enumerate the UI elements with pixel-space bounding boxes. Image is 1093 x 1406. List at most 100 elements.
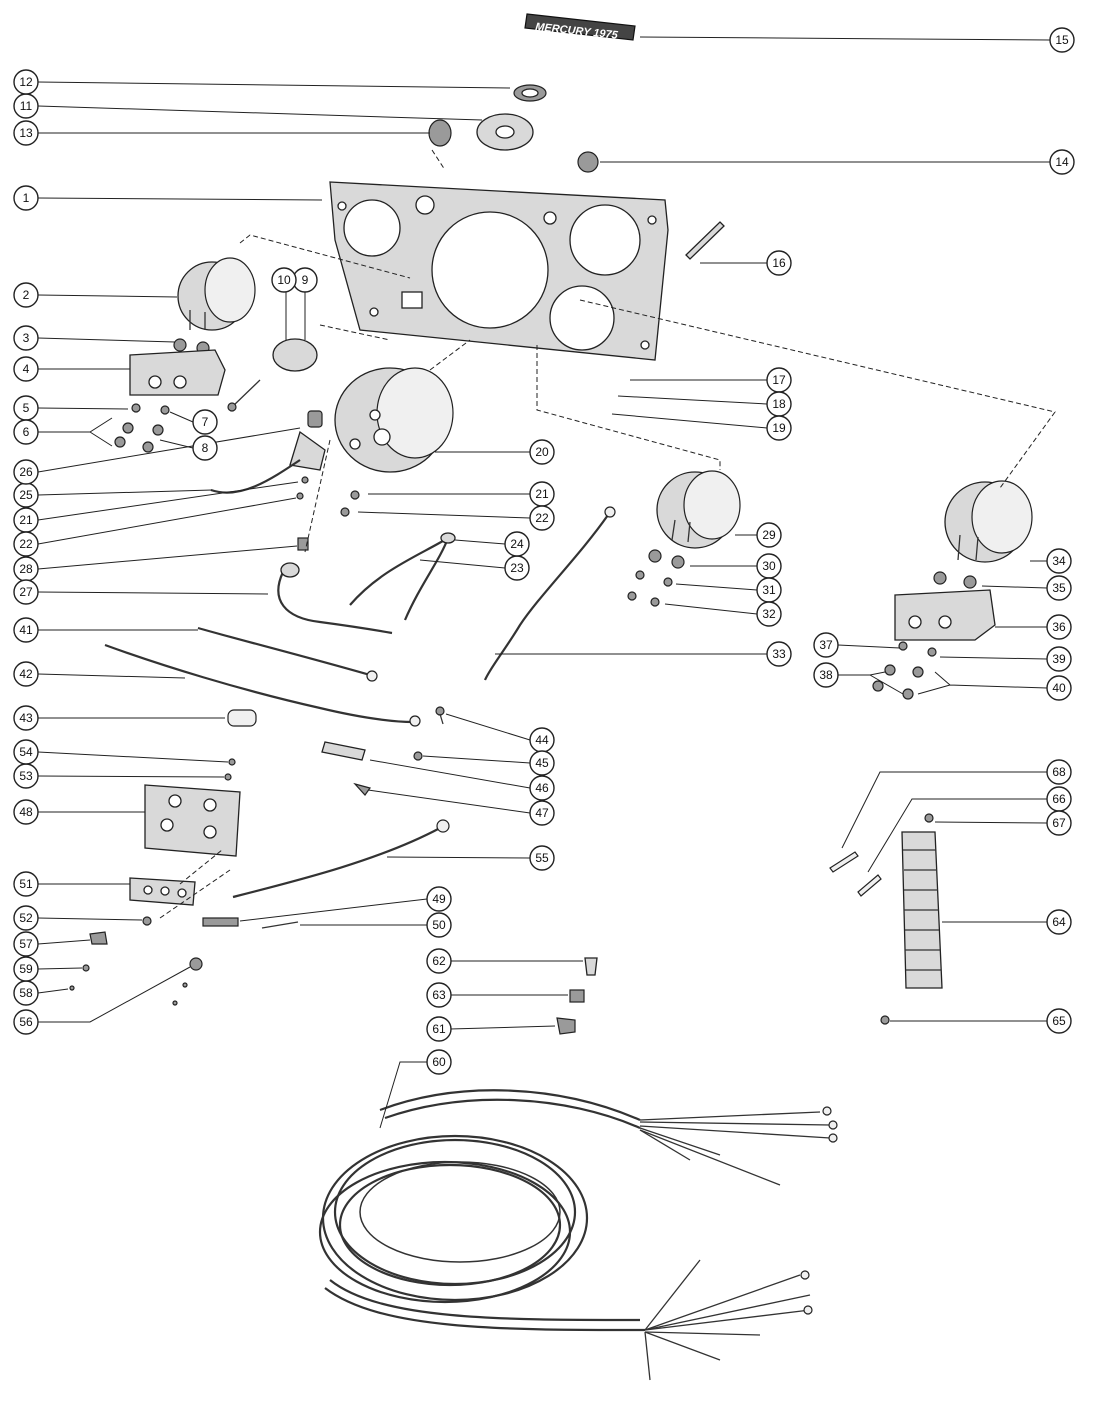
svg-text:49: 49 xyxy=(432,892,446,906)
callout-21-left: 21 xyxy=(13,507,39,533)
svg-text:41: 41 xyxy=(19,623,33,637)
callout-66: 66 xyxy=(1046,786,1072,812)
wiring-harness xyxy=(318,1089,838,1381)
svg-text:31: 31 xyxy=(762,583,776,597)
callout-61: 61 xyxy=(426,1016,452,1042)
callout-53: 53 xyxy=(13,763,39,789)
nameplate: MERCURY 1975 xyxy=(524,13,636,42)
callout-62: 62 xyxy=(426,948,452,974)
callout-19: 19 xyxy=(766,415,792,441)
callout-43: 43 xyxy=(13,705,39,731)
svg-text:3: 3 xyxy=(23,331,30,345)
svg-text:22: 22 xyxy=(19,537,33,551)
callout-41: 41 xyxy=(13,617,39,643)
callout-63: 63 xyxy=(426,982,452,1008)
svg-text:28: 28 xyxy=(19,562,33,576)
svg-text:37: 37 xyxy=(819,638,833,652)
callout-12: 12 xyxy=(13,69,39,95)
svg-text:17: 17 xyxy=(772,373,786,387)
gauge-left xyxy=(114,257,256,453)
svg-text:33: 33 xyxy=(772,647,786,661)
svg-text:11: 11 xyxy=(20,99,33,113)
callout-29: 29 xyxy=(756,522,782,548)
callout-34: 34 xyxy=(1046,548,1072,574)
svg-text:4: 4 xyxy=(23,362,30,376)
callout-6: 6 xyxy=(13,419,39,445)
callout-9: 9 xyxy=(292,267,318,293)
svg-text:5: 5 xyxy=(23,401,30,415)
callout-3: 3 xyxy=(13,325,39,351)
callout-21: 21 xyxy=(529,481,555,507)
svg-text:40: 40 xyxy=(1052,681,1066,695)
callout-60: 60 xyxy=(426,1049,452,1075)
svg-text:21: 21 xyxy=(535,487,549,501)
callout-42: 42 xyxy=(13,661,39,687)
svg-text:59: 59 xyxy=(19,962,33,976)
callout-7: 7 xyxy=(192,409,218,435)
callout-68: 68 xyxy=(1046,759,1072,785)
callout-13: 13 xyxy=(13,120,39,146)
svg-text:65: 65 xyxy=(1052,1014,1066,1028)
svg-text:42: 42 xyxy=(19,667,33,681)
svg-text:62: 62 xyxy=(432,954,446,968)
callout-4: 4 xyxy=(13,356,39,382)
callout-52: 52 xyxy=(13,905,39,931)
callout-39: 39 xyxy=(1046,646,1072,672)
svg-text:32: 32 xyxy=(762,607,776,621)
svg-text:63: 63 xyxy=(432,988,446,1002)
svg-text:48: 48 xyxy=(19,805,33,819)
svg-text:38: 38 xyxy=(819,668,833,682)
callout-2: 2 xyxy=(13,282,39,308)
callout-23: 23 xyxy=(504,555,530,581)
callout-57: 57 xyxy=(13,931,39,957)
svg-text:64: 64 xyxy=(1052,915,1066,929)
gauge-right-1 xyxy=(627,470,741,607)
svg-text:60: 60 xyxy=(432,1055,446,1069)
callout-38: 38 xyxy=(813,662,839,688)
callout-1: 1 xyxy=(13,185,39,211)
callout-65: 65 xyxy=(1046,1008,1072,1034)
svg-text:20: 20 xyxy=(535,445,549,459)
gauge-right-2 xyxy=(872,480,1033,700)
callout-15: 15 xyxy=(1049,27,1075,53)
callout-20: 20 xyxy=(529,439,555,465)
callout-37: 37 xyxy=(813,632,839,658)
svg-text:23: 23 xyxy=(510,561,524,575)
svg-text:27: 27 xyxy=(19,585,33,599)
callout-22: 22 xyxy=(529,505,555,531)
callout-51: 51 xyxy=(13,871,39,897)
callout-47: 47 xyxy=(529,800,555,826)
svg-text:30: 30 xyxy=(762,559,776,573)
svg-text:13: 13 xyxy=(19,126,33,140)
dash-panel xyxy=(329,181,669,361)
callout-22-left: 22 xyxy=(13,531,39,557)
callout-36: 36 xyxy=(1046,614,1072,640)
svg-text:53: 53 xyxy=(19,769,33,783)
callout-46: 46 xyxy=(529,775,555,801)
callout-35: 35 xyxy=(1046,575,1072,601)
callout-5: 5 xyxy=(13,395,39,421)
callout-54: 54 xyxy=(13,739,39,765)
svg-text:1: 1 xyxy=(23,191,30,205)
svg-text:34: 34 xyxy=(1052,554,1066,568)
svg-text:29: 29 xyxy=(762,528,776,542)
svg-text:19: 19 xyxy=(772,421,786,435)
svg-text:58: 58 xyxy=(19,986,33,1000)
svg-text:51: 51 xyxy=(19,877,33,891)
callout-18: 18 xyxy=(766,391,792,417)
callout-16: 16 xyxy=(766,250,792,276)
svg-text:14: 14 xyxy=(1055,155,1069,169)
svg-text:6: 6 xyxy=(23,425,30,439)
svg-text:43: 43 xyxy=(19,711,33,725)
callout-56: 56 xyxy=(13,1009,39,1035)
svg-text:12: 12 xyxy=(19,75,33,89)
callout-55: 55 xyxy=(529,845,555,871)
svg-text:25: 25 xyxy=(19,488,33,502)
svg-text:21: 21 xyxy=(19,513,33,527)
callout-58: 58 xyxy=(13,980,39,1006)
svg-text:54: 54 xyxy=(19,745,33,759)
svg-text:7: 7 xyxy=(202,415,209,429)
svg-text:66: 66 xyxy=(1052,792,1066,806)
callout-31: 31 xyxy=(756,577,782,603)
callout-27: 27 xyxy=(13,579,39,605)
